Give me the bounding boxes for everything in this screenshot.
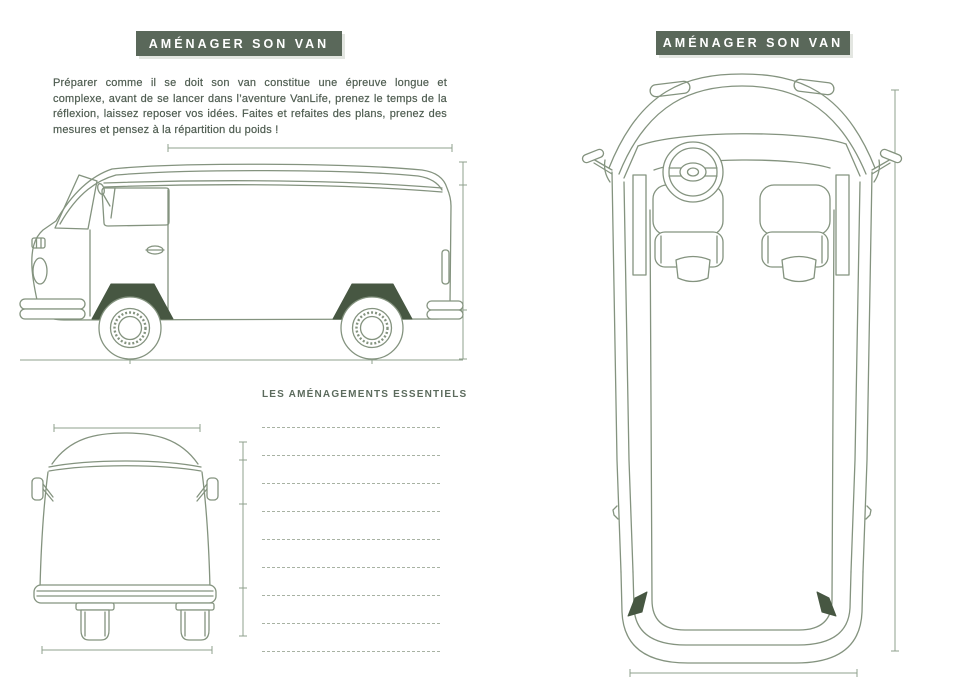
roof-dome (51, 432, 199, 465)
rear-wheel (340, 296, 404, 360)
left-mirror (581, 148, 605, 164)
right-mirror (206, 477, 219, 501)
right-wheel (180, 609, 210, 641)
note-line (262, 596, 440, 624)
rear-corner-hatches (627, 591, 837, 617)
front-wheel (98, 296, 162, 360)
left-pillar (632, 174, 647, 276)
note-line (262, 400, 440, 428)
top-dimension-lines (629, 89, 899, 677)
note-line (262, 456, 440, 484)
notes-ruled-lines (262, 400, 440, 652)
rear-dimension-lines (41, 424, 247, 654)
van-side-view-drawing (19, 144, 467, 364)
side-dimension-lines (20, 144, 467, 364)
right-page-title: AMÉNAGER SON VAN (662, 36, 844, 50)
hood-vent-left (649, 80, 691, 98)
van-top-view-drawing (581, 73, 903, 677)
note-line (262, 512, 440, 540)
turn-signal (31, 237, 46, 249)
hood-vent-right (793, 78, 835, 96)
van-rear-body (31, 432, 219, 641)
van-side-body (19, 163, 464, 321)
left-wheel (80, 609, 110, 641)
right-mirror (879, 148, 903, 164)
van-top-body (581, 73, 903, 664)
note-line (262, 540, 440, 568)
left-mirror-arm (592, 158, 613, 175)
front-bumper (19, 298, 86, 310)
bumper (33, 584, 217, 604)
tail-light (441, 249, 450, 285)
mirror-arm (102, 193, 111, 207)
windshield (54, 174, 98, 230)
left-page-title-badge: AMÉNAGER SON VAN (136, 31, 342, 56)
right-pillar (835, 174, 850, 276)
van-rear-view-drawing (31, 424, 247, 654)
cab-window (101, 187, 170, 227)
right-page-title-badge: AMÉNAGER SON VAN (656, 31, 850, 55)
note-line (262, 484, 440, 512)
left-mirror (31, 477, 44, 501)
note-line (262, 624, 440, 652)
headlight (32, 257, 48, 285)
side-mirror (97, 183, 105, 195)
steering-wheel (662, 141, 724, 203)
right-mirror-arm (871, 158, 892, 175)
note-line (262, 568, 440, 596)
intro-paragraph: Préparer comme il se doit son van consti… (53, 77, 447, 136)
left-page-title: AMÉNAGER SON VAN (148, 36, 330, 51)
notes-title: LES AMÉNAGEMENTS ESSENTIELS (262, 389, 468, 400)
rear-bumper (426, 300, 464, 311)
passenger-seat (759, 184, 831, 283)
note-line (262, 428, 440, 456)
